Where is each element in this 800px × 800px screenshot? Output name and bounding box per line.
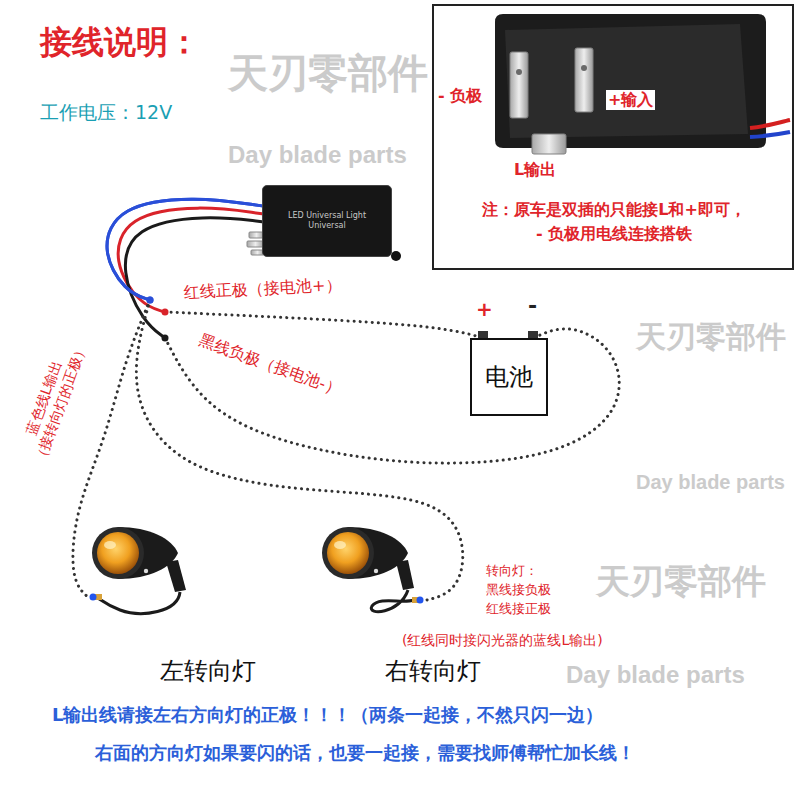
lens-highlight [334,541,346,549]
pin-hole [516,69,522,75]
inset-ground [434,6,792,268]
watermark: 天刃零部件 [596,560,766,603]
wire-end [162,335,169,342]
lamp-wiring-note: 转向灯： 黑线接负极 红线接正极 [486,562,559,619]
watermark: Day blade parts [566,660,745,690]
lamp-wire [96,592,180,613]
watermark: Day blade parts [636,470,785,495]
pin-label: L输出 [514,160,556,180]
wire-end [147,297,154,304]
warning-note: 右面的方向灯如果要闪的话，也要一起接，需要找师傅帮忙加长线！ [95,742,635,765]
relay-wire [750,120,790,128]
relay-wire [750,132,790,137]
lamp-heading: 右转向灯 [385,656,481,686]
relay-photo [434,6,792,268]
lamp-wire [371,590,414,612]
wire-label: 红线正极（接电池+） [181,275,343,303]
terminal-sign: + [476,297,493,322]
relay-body [495,14,766,148]
pin-label: +输入 [606,90,655,110]
wire-end [162,309,169,316]
dotted-lead [165,329,619,463]
lamp-wire-end [417,597,424,604]
wire-connector [107,199,463,600]
relay-pin [575,48,593,112]
relay-face [505,24,748,138]
lamp-lens [97,532,139,574]
flasher-wire [125,218,262,338]
page-title: 接线说明： [40,22,200,62]
pin-hole [581,65,587,71]
lamp-stalk [396,560,414,590]
flasher-relay: LED Universal Light Universal [262,185,392,257]
wire-end [147,297,154,304]
inset-panel: - 负极 +输入 L输出注：原车是双插的只能接L和+即可， - 负极用电线连接搭铁 [432,4,794,270]
wire-connector [73,199,262,597]
lamp-bezel [322,527,374,579]
terminal-sign: - [528,292,537,320]
wire-label: 黑线负极（接电池-） [194,329,345,400]
left-lamp-drawing [90,527,187,613]
lamp-heading: 左转向灯 [160,656,256,686]
relay-pin [532,134,566,154]
watermark: Day blade parts [228,140,407,170]
flasher-knob [391,251,401,261]
dotted-lead [136,300,462,601]
lamp-lens [327,532,369,574]
watermark: 天刃零部件 [636,318,786,356]
wire-label: 蓝色线L输出 （接转向灯的正极） [12,329,92,472]
voltage-note: 工作电压：12V [40,101,172,125]
battery-box: 电池 [470,338,548,416]
lens-highlight [104,541,116,549]
right-lamp-drawing [322,527,424,612]
turn-signal-lamp: 左转向灯 [88,518,195,628]
battery-label: 电池 [485,362,533,392]
lamp-screw [374,569,378,573]
relay-pin [510,52,528,118]
lamp-bezel [92,527,144,579]
relay-print: LED Universal Light Universal [272,211,382,231]
lamp-stalk [166,560,186,592]
lamp-wiring-note: (红线同时接闪光器的蓝线L输出) [402,632,603,650]
note-text: 注：原车是双插的只能接L和+即可， - 负极用电线连接搭铁 [478,198,750,246]
lamp-wire-end [90,594,97,601]
pin-label: - 负极 [438,86,482,106]
watermark: 天刃零部件 [228,48,428,98]
lamp-screw [144,569,148,573]
warning-note: L输出线请接左右方向灯的正极！！！（两条一起接，不然只闪一边） [52,704,603,727]
turn-signal-lamp: 右转向灯 [318,518,425,628]
